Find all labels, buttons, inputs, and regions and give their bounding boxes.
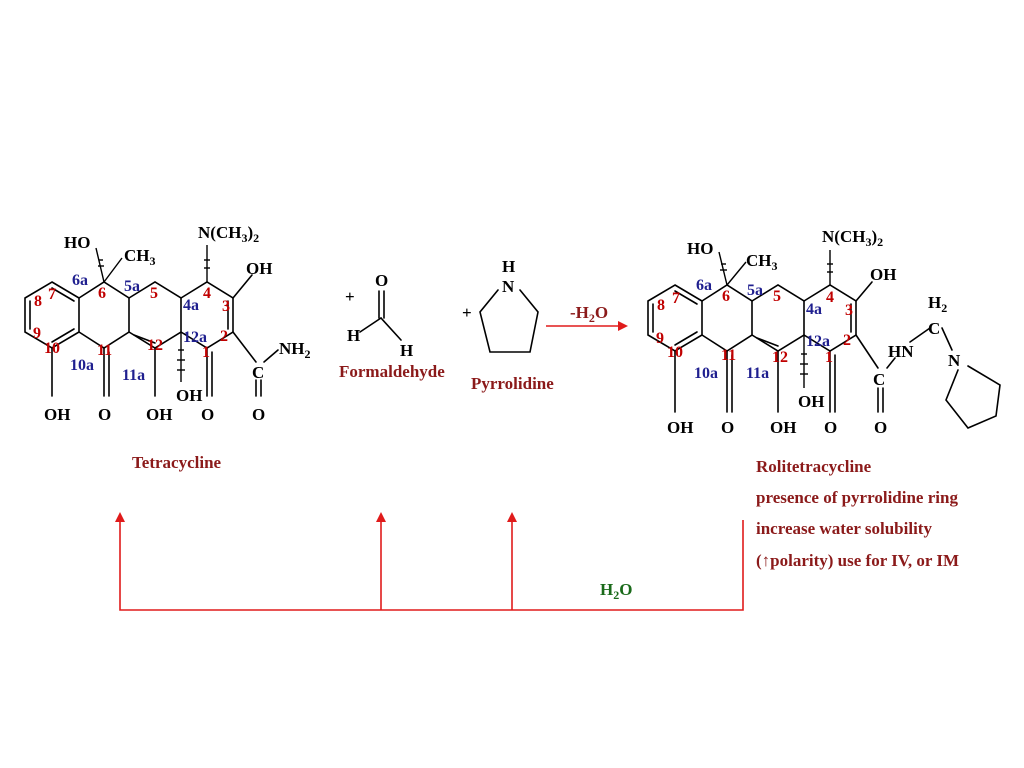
svg-text:10: 10 [44,340,60,357]
minus-water-label: -H2O [570,303,608,325]
formaldehyde-o: O [375,271,388,290]
rolit-amide-o-label: O [874,418,887,437]
svg-text:3: 3 [845,302,853,319]
svg-text:6: 6 [722,288,730,305]
rolit-o-1-label: O [824,418,837,437]
rolit-oh-10-label: OH [667,418,693,437]
o-11-label: O [98,405,111,424]
rolit-hn-label: HN [888,342,914,361]
rolit-amide-c-label: C [873,370,885,389]
rolit-ho-label: HO [687,239,713,258]
note-polarity-use: (↑polarity) use for IV, or IM [756,551,959,570]
rolitetracycline-structure: HO CH3 N(CH3)2 OH H2 C HN N C O OH OH O … [647,227,1001,570]
svg-text:10: 10 [667,344,683,361]
ho-label: HO [64,233,90,252]
tetracycline-structure: HO CH3 N(CH3)2 OH NH2 C O OH OH O OH O 8… [24,223,311,472]
forward-reaction-arrow: -H2O [546,303,628,331]
water-label: H2O [600,580,632,602]
formaldehyde-name: Formaldehyde [339,362,445,381]
svg-text:12a: 12a [806,333,830,350]
svg-text:6: 6 [98,285,106,302]
rolit-ch3-label: CH3 [746,251,778,273]
svg-text:8: 8 [34,293,42,310]
formaldehyde-structure: + O H H Formaldehyde [339,271,445,381]
oh-12a-label: OH [176,386,202,405]
oh-12-label: OH [146,405,172,424]
o-1-label: O [201,405,214,424]
plus-sign-2: + [462,303,472,322]
rolitetracycline-numbering: 8 7 6a 6 5a 5 4a 4 3 2 1 12a 12 11 11a 1… [656,277,853,382]
plus-sign-1: + [345,287,355,306]
rolit-oh-12-label: OH [770,418,796,437]
amide-c-label: C [252,363,264,382]
hydrolysis-arrows: H2O [115,512,744,611]
rolit-o-11-label: O [721,418,734,437]
svg-text:8: 8 [657,297,665,314]
svg-text:12: 12 [147,337,163,354]
svg-text:3: 3 [222,298,230,315]
svg-text:5: 5 [773,288,781,305]
svg-text:12: 12 [772,349,788,366]
svg-text:4: 4 [826,289,834,306]
svg-text:5: 5 [150,285,158,302]
note-pyrrolidine-ring: presence of pyrrolidine ring [756,488,958,507]
rolit-n-label: N [948,351,961,370]
rolit-h2-label: H2 [928,293,947,315]
oh-10-label: OH [44,405,70,424]
ring-a [180,281,234,349]
tetracycline-numbering: 8 7 6a 6 5a 5 4a 4 3 2 1 12a 12 11 11a 1… [33,272,230,384]
pyrrolidine-name: Pyrrolidine [471,374,554,393]
tetracycline-name: Tetracycline [132,453,222,472]
rolit-oh-12a-label: OH [798,392,824,411]
tetracycline-bonds [24,245,279,397]
pyrrolidine-structure: + H N Pyrrolidine [462,257,554,393]
rolitetracycline-bonds [647,250,1001,429]
svg-text:11: 11 [97,342,112,359]
svg-text:10a: 10a [694,365,718,382]
svg-text:6a: 6a [72,272,88,289]
nh2-label: NH2 [279,339,311,361]
formaldehyde-h2: H [400,341,413,360]
rolit-dimethylamino-label: N(CH3)2 [822,227,883,249]
svg-text:12a: 12a [183,329,207,346]
svg-text:5a: 5a [747,282,763,299]
svg-text:10a: 10a [70,357,94,374]
svg-text:9: 9 [656,330,664,347]
svg-text:6a: 6a [696,277,712,294]
svg-text:4: 4 [203,285,211,302]
rolit-ch2-c-label: C [928,319,940,338]
svg-text:11: 11 [721,347,736,364]
amide-o-label: O [252,405,265,424]
svg-text:11a: 11a [746,365,769,382]
oh-3-label: OH [246,259,272,278]
ring-c [78,281,130,349]
note-water-solubility: increase water solubility [756,519,932,538]
rolit-oh-3-label: OH [870,265,896,284]
svg-text:9: 9 [33,325,41,342]
ch3-label: CH3 [124,246,156,268]
svg-text:1: 1 [825,349,833,366]
svg-text:1: 1 [202,344,210,361]
svg-text:11a: 11a [122,367,145,384]
svg-text:2: 2 [220,328,228,345]
svg-text:2: 2 [843,332,851,349]
pyrrolidine-n: N [502,277,515,296]
svg-text:7: 7 [48,286,56,303]
ring-b [128,281,182,349]
rolitetracycline-name: Rolitetracycline [756,457,872,476]
pyrrolidine-h: H [502,257,515,276]
svg-text:7: 7 [672,290,680,307]
svg-text:4a: 4a [183,297,199,314]
formaldehyde-h1: H [347,326,360,345]
svg-text:4a: 4a [806,301,822,318]
svg-text:5a: 5a [124,278,140,295]
dimethylamino-label: N(CH3)2 [198,223,259,245]
